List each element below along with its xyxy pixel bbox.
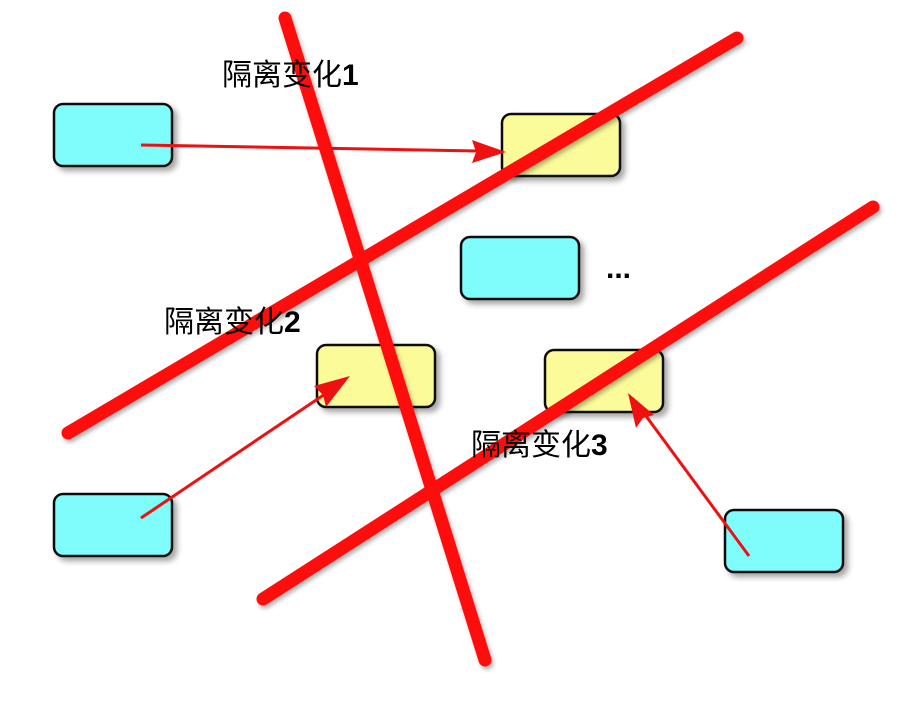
arrow-bottom-right — [628, 393, 751, 557]
cyan-box-top-left — [52, 102, 174, 168]
barrier-line-3 — [256, 200, 880, 606]
ellipsis: ... — [606, 252, 631, 285]
arrows — [140, 140, 751, 557]
label-isolation-1: 隔离变化1 — [222, 58, 359, 93]
isolation-barriers — [61, 11, 880, 667]
barrier-line-1 — [278, 11, 492, 667]
yellow-box-middle-left — [315, 343, 437, 409]
cyan-box-middle — [459, 235, 581, 301]
barrier-line-2 — [61, 31, 744, 440]
label-isolation-3: 隔离变化3 — [471, 428, 608, 463]
label-isolation-2: 隔离变化2 — [164, 305, 301, 340]
cyan-box-bottom-left — [52, 492, 174, 558]
arrow-top — [140, 140, 506, 163]
arrow-middle-left — [140, 376, 350, 520]
cyan-box-bottom-right — [723, 508, 845, 574]
